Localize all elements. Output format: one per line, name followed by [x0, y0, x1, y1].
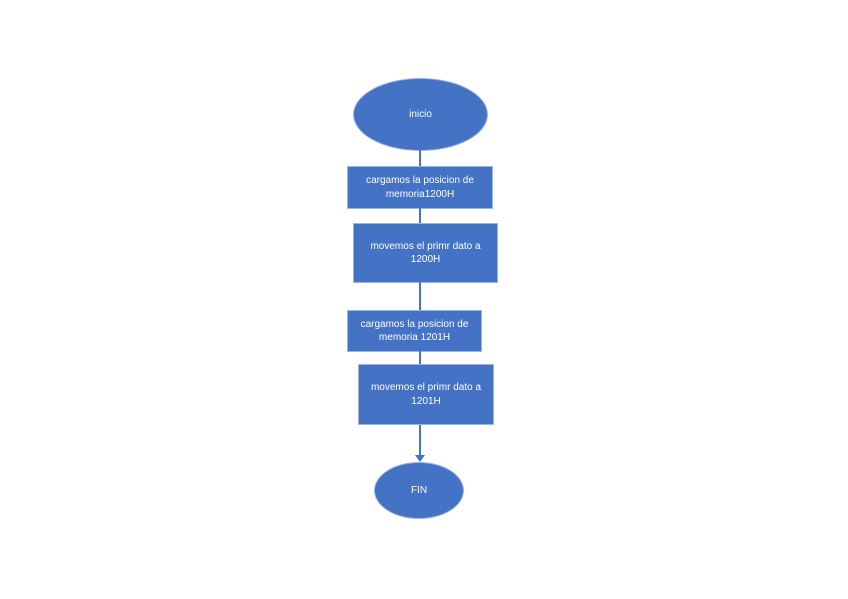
node-label: inicio	[409, 108, 432, 120]
connector-load1200-to-move1200	[419, 208, 421, 224]
flowchart-node-load-1200h: cargamos la posicion de memoria1200H	[347, 166, 493, 209]
arrowhead-down-icon	[415, 455, 425, 462]
node-label: movemos el primr dato a 1201H	[370, 382, 482, 407]
connector-move1200-to-load1201	[419, 282, 421, 311]
flowchart-node-load-1201h: cargamos la posicion de memoria 1201H	[347, 310, 482, 352]
connector-start-to-load1200	[419, 150, 421, 167]
connector-load1201-to-move1201	[419, 351, 421, 365]
node-label: FIN	[410, 484, 428, 496]
flowchart-node-move-1201h: movemos el primr dato a 1201H	[358, 364, 494, 425]
connector-move1201-to-end	[419, 425, 421, 456]
flowchart-node-move-1200h: movemos el primr dato a 1200H	[353, 223, 498, 283]
flowchart-node-start-ellipse: inicio	[353, 78, 488, 151]
node-label: cargamos la posicion de memoria1200H	[366, 175, 474, 200]
node-label: cargamos la posicion de memoria 1201H	[360, 318, 469, 344]
node-label: movemos el primr dato a 1200H	[370, 240, 481, 266]
flowchart-node-end-ellipse: FIN	[374, 462, 464, 519]
